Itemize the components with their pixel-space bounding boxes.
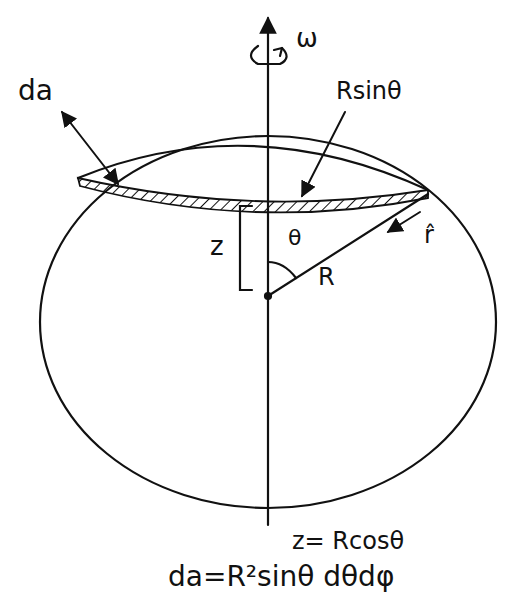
z-bracket (240, 206, 252, 290)
r-label: R (318, 264, 335, 290)
theta-label: θ (288, 226, 301, 250)
z-equation: z= Rcosθ (292, 528, 404, 554)
z-label: z (210, 232, 224, 261)
rotation-axis (267, 18, 269, 525)
omega-label: ω (296, 24, 318, 53)
rotation-curl-head (274, 48, 282, 56)
unit-vector-arrow (388, 212, 420, 232)
da-leader (62, 112, 118, 184)
rotation-curl (251, 46, 287, 64)
center-dot (265, 293, 271, 299)
theta-arc (268, 262, 296, 278)
band-strip (78, 178, 428, 212)
rsin-leader (302, 112, 345, 196)
da-label: da (18, 76, 53, 107)
da-equation: da=R²sinθ dθdφ (168, 562, 394, 593)
rsin-label: Rsinθ (336, 78, 402, 104)
band-back-arc (78, 146, 428, 190)
radius-line (268, 194, 428, 296)
unit-vector-label: r̂ (424, 222, 434, 248)
